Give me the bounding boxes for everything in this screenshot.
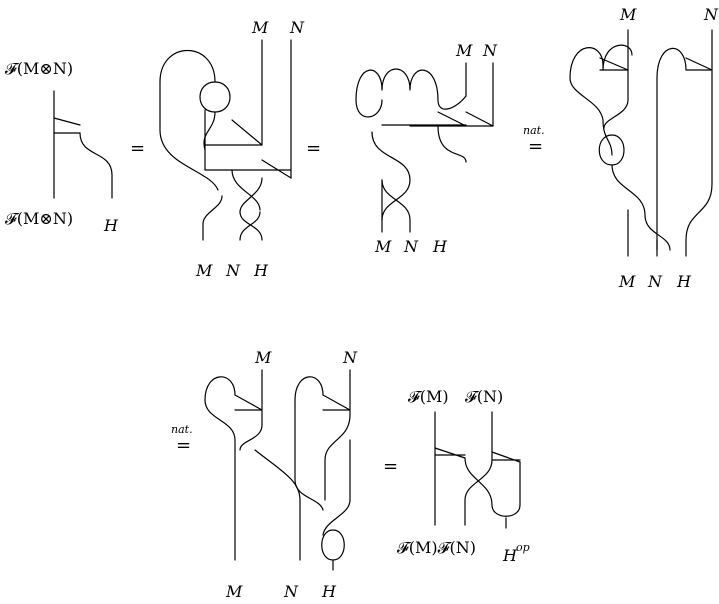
strand: [203, 111, 216, 151]
strand: [599, 47, 713, 79]
strand: [371, 125, 467, 181]
strand: [464, 457, 521, 517]
strand: [381, 179, 411, 221]
strand: [261, 369, 351, 426]
strand: [611, 164, 671, 251]
label-H: H: [321, 582, 337, 601]
label-N: N: [283, 582, 299, 601]
strand: [254, 449, 301, 561]
strand: [465, 62, 494, 127]
strand: [322, 439, 351, 536]
relation-equals-1: =: [130, 138, 145, 159]
label-H: H: [103, 216, 119, 235]
strand: [321, 529, 345, 571]
label-M: M: [374, 237, 392, 256]
strand: [79, 132, 113, 199]
diagram-1: 𝓕(M⊗N) 𝓕(M⊗N) H: [5, 59, 119, 235]
strand: [159, 81, 219, 191]
strand: [204, 399, 236, 561]
diagram-3: M N M N H: [355, 41, 498, 256]
label-M: M: [195, 261, 213, 280]
label-M: M: [455, 41, 473, 60]
strand: [294, 399, 324, 511]
label-H: H: [676, 272, 692, 291]
label-M: M: [619, 5, 637, 24]
relation-equals-3: =: [528, 136, 543, 157]
strand: [355, 99, 383, 118]
label-M: M: [618, 272, 636, 291]
strand: [627, 29, 713, 185]
strand: [464, 459, 507, 529]
label-N: N: [403, 237, 419, 256]
strand: [261, 39, 292, 179]
label-H: H: [253, 261, 269, 280]
label-H: H: [502, 546, 518, 565]
diagram-4: M N M N H: [569, 5, 719, 291]
strand: [355, 68, 439, 101]
relation-equals-5: =: [383, 456, 398, 477]
strand: [294, 376, 351, 411]
strand: [603, 99, 629, 129]
strand: [324, 414, 351, 501]
strand: [685, 183, 713, 257]
strand: [53, 117, 81, 134]
label-H: H: [432, 237, 448, 256]
label-N: N: [647, 272, 663, 291]
label-M: M: [225, 582, 243, 601]
label-F-MN-bottom: 𝓕(M⊗N): [5, 209, 73, 228]
label-op: op: [516, 541, 530, 554]
strand: [569, 44, 633, 79]
relation-nat-1: nat.: [523, 124, 545, 137]
label-N: N: [703, 5, 719, 24]
strand: [381, 179, 411, 233]
diagram-5: M N M N H: [204, 348, 358, 601]
diagram-2: M N M N H: [159, 18, 305, 280]
strand: [204, 376, 263, 411]
label-N: N: [342, 348, 358, 367]
label-N: N: [289, 18, 305, 37]
label-N: N: [482, 41, 498, 60]
strand: [202, 195, 223, 241]
label-M: M: [254, 348, 272, 367]
strand: [239, 424, 263, 451]
strand: [159, 49, 216, 83]
label-F-MN-top: 𝓕(M⊗N): [5, 59, 73, 78]
label-F-MN-bottom: 𝓕(M)𝓕(N): [397, 538, 476, 557]
relation-equals-2: =: [306, 138, 321, 159]
strand: [381, 111, 494, 127]
label-F-N-top: 𝓕(N): [465, 387, 503, 406]
strand: [204, 159, 292, 179]
relation-equals-4: =: [176, 435, 191, 456]
strand: [204, 119, 263, 146]
diagram-6: 𝓕(M) 𝓕(N) 𝓕(M)𝓕(N) H op: [397, 387, 530, 565]
strand: [239, 211, 263, 241]
strand: [434, 447, 521, 463]
strand: [437, 95, 467, 110]
strand: [231, 169, 261, 211]
relation-nat-2: nat.: [171, 423, 193, 436]
strand: [199, 81, 231, 113]
label-N: N: [225, 261, 241, 280]
label-M: M: [251, 18, 269, 37]
strand: [434, 411, 493, 526]
label-F-M-top: 𝓕(M): [408, 387, 449, 406]
strand: [569, 77, 613, 156]
strand: [627, 209, 658, 257]
